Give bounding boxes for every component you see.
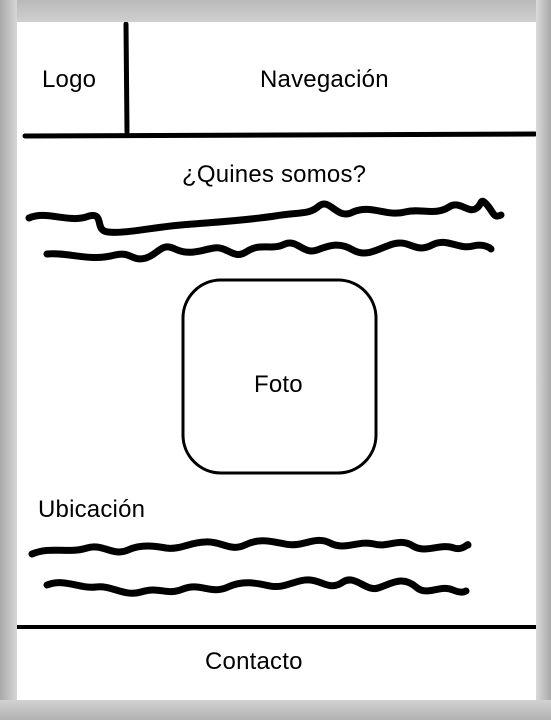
photo-label: Foto [254, 371, 303, 398]
header-divider [123, 22, 130, 135]
wireframe-sheet: Logo Navegación ¿Quines somos? Foto Ubic… [17, 22, 536, 700]
logo-label: Logo [42, 66, 97, 93]
text-scribble-line [43, 576, 470, 597]
header-bottom-line [22, 131, 536, 139]
navigation-label: Navegación [260, 66, 389, 93]
contact-label: Contacto [205, 648, 303, 675]
wireframe-sketch [17, 22, 536, 629]
outer-frame-left [0, 0, 17, 720]
about-title: ¿Quines somos? [182, 161, 367, 188]
photo-placeholder-box [181, 278, 378, 475]
text-scribble-line [43, 238, 495, 263]
outer-frame-right [536, 0, 551, 720]
outer-frame-bottom [0, 700, 551, 720]
location-title: Ubicación [38, 496, 146, 523]
text-scribble-line [25, 197, 505, 236]
outer-frame-top [0, 0, 551, 22]
text-scribble-line [28, 536, 472, 558]
